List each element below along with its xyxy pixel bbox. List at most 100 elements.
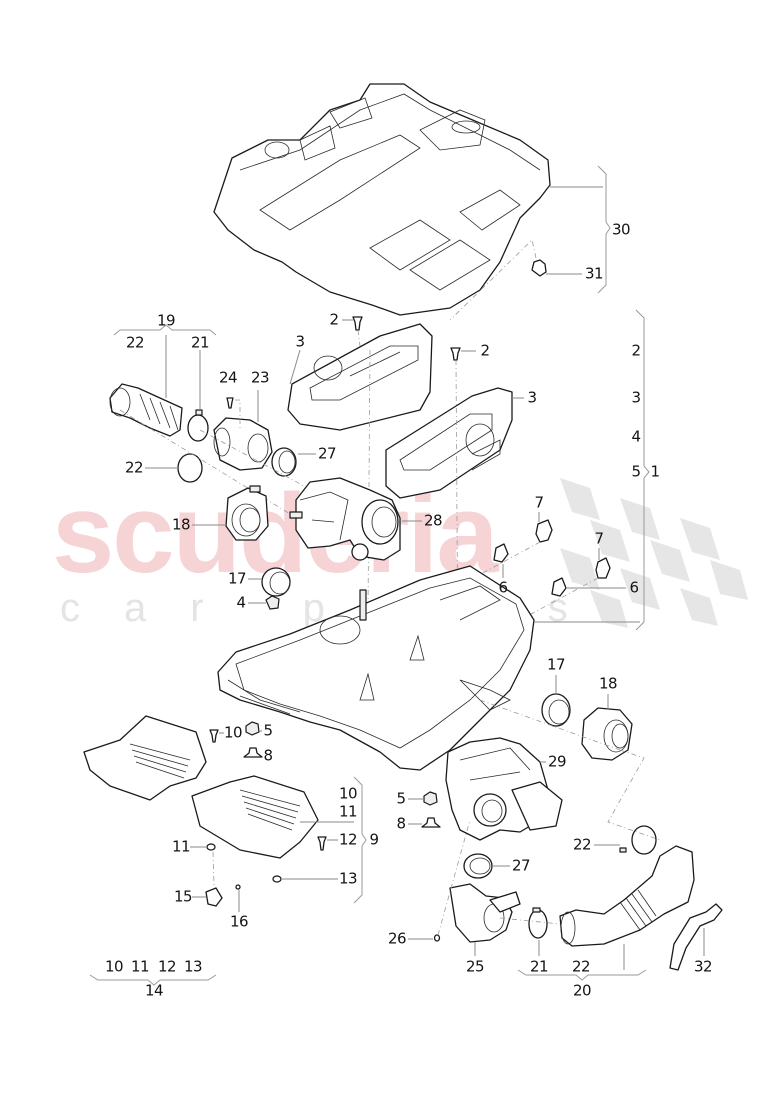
intake-cover-part-3-right [385, 387, 513, 499]
callout-5[interactable]: 5 [396, 789, 406, 808]
intake-hose-part-19 [109, 383, 183, 437]
callout-7[interactable]: 7 [534, 493, 544, 512]
callout-27[interactable]: 27 [511, 856, 531, 875]
callout-group9-10[interactable]: 10 [338, 784, 358, 803]
hose-clamp-part-22-lower [619, 825, 657, 855]
air-filter-housing-part-1 [217, 565, 535, 771]
callout-16[interactable]: 16 [229, 912, 249, 931]
intake-duct-part-9-lower [191, 775, 319, 859]
callout-group9-13[interactable]: 13 [338, 869, 358, 888]
callout-1[interactable]: 1 [650, 462, 660, 481]
screw-part-10-left [209, 729, 219, 743]
turbocharger-part-29 [445, 737, 563, 841]
washer-part-13 [272, 875, 282, 883]
callout-26[interactable]: 26 [387, 929, 407, 948]
callout-18[interactable]: 18 [598, 674, 618, 693]
callout-20[interactable]: 20 [572, 981, 592, 1000]
washer-part-11 [206, 843, 216, 851]
callout-19[interactable]: 19 [156, 311, 176, 330]
callout-3[interactable]: 3 [295, 332, 305, 351]
callout-18[interactable]: 18 [171, 515, 191, 534]
connector-pipe-part-23 [213, 417, 273, 471]
grommet-part-5-left [245, 721, 260, 736]
callout-8[interactable]: 8 [263, 746, 273, 765]
callout-8[interactable]: 8 [396, 814, 406, 833]
callout-21[interactable]: 21 [529, 957, 549, 976]
screw-part-12 [317, 836, 327, 851]
clip-part-7-right [595, 557, 611, 579]
screw-part-2-right [450, 347, 461, 361]
callout-24[interactable]: 24 [218, 368, 238, 387]
callout-2[interactable]: 2 [329, 310, 339, 329]
callout-group14-11[interactable]: 11 [130, 957, 150, 976]
callout-group1-4[interactable]: 4 [631, 427, 641, 446]
bolt-part-8-right [421, 817, 441, 828]
bracket-part-15 [205, 887, 223, 907]
callout-14[interactable]: 14 [144, 981, 164, 1000]
intake-duct-part-9-upper [83, 715, 207, 801]
callout-17[interactable]: 17 [227, 569, 247, 588]
callout-11[interactable]: 11 [171, 837, 191, 856]
callout-5[interactable]: 5 [263, 721, 273, 740]
callout-group1-5[interactable]: 5 [631, 462, 641, 481]
callout-4[interactable]: 4 [236, 593, 246, 612]
turbocharger-part-28 [289, 477, 401, 561]
clip-part-7-left [535, 519, 553, 543]
callout-9[interactable]: 9 [369, 830, 379, 849]
clip-part-6-right [551, 577, 567, 597]
callout-25[interactable]: 25 [465, 957, 485, 976]
checker-flag-watermark [560, 478, 748, 628]
intake-pipe-part-20 [559, 845, 695, 947]
callout-group1-2[interactable]: 2 [631, 341, 641, 360]
screw-part-24 [226, 397, 234, 409]
callout-7[interactable]: 7 [594, 529, 604, 548]
intake-elbow-part-25 [449, 883, 521, 943]
callout-6[interactable]: 6 [629, 578, 639, 597]
seal-ring-part-27-upper [271, 447, 297, 477]
callout-23[interactable]: 23 [250, 368, 270, 387]
callout-group9-12[interactable]: 12 [338, 830, 358, 849]
grommet-part-5-right [423, 791, 438, 806]
callout-29[interactable]: 29 [547, 752, 567, 771]
breather-pipe-part-32 [669, 903, 723, 971]
callout-17[interactable]: 17 [546, 655, 566, 674]
callout-22[interactable]: 22 [125, 333, 145, 352]
callout-31[interactable]: 31 [584, 264, 604, 283]
callout-28[interactable]: 28 [423, 511, 443, 530]
air-mass-meter-part-18-upper [225, 485, 269, 541]
callout-22[interactable]: 22 [572, 835, 592, 854]
callout-group14-13[interactable]: 13 [183, 957, 203, 976]
seal-ring-part-17-lower [541, 693, 571, 727]
callout-group1-3[interactable]: 3 [631, 388, 641, 407]
pin-part-16 [235, 884, 241, 890]
callout-10[interactable]: 10 [223, 723, 243, 742]
clip-part-6-left [493, 543, 509, 563]
callout-3[interactable]: 3 [527, 388, 537, 407]
callout-group14-12[interactable]: 12 [157, 957, 177, 976]
callout-30[interactable]: 30 [611, 220, 631, 239]
callout-22[interactable]: 22 [124, 458, 144, 477]
plug-part-4 [265, 595, 280, 610]
callout-21[interactable]: 21 [190, 333, 210, 352]
callout-22[interactable]: 22 [571, 957, 591, 976]
callout-15[interactable]: 15 [173, 887, 193, 906]
seal-ring-part-27-lower [463, 853, 493, 879]
assembly-brackets [89, 165, 650, 986]
intake-cover-part-3-left [287, 323, 433, 431]
hose-clamp-part-21-upper [187, 409, 209, 442]
callout-group14-10[interactable]: 10 [104, 957, 124, 976]
callout-group9-11[interactable]: 11 [338, 802, 358, 821]
bolt-part-8-left [243, 747, 263, 758]
grommet-part-31 [531, 259, 547, 277]
hose-clamp-part-21-lower [528, 907, 548, 939]
callout-2[interactable]: 2 [480, 341, 490, 360]
engine-cover-part-30 [213, 83, 551, 316]
callout-6[interactable]: 6 [498, 578, 508, 597]
nut-part-26 [433, 934, 441, 942]
callout-32[interactable]: 32 [693, 957, 713, 976]
callout-27[interactable]: 27 [317, 444, 337, 463]
seal-ring-part-17-upper [261, 567, 291, 597]
screw-part-2-left [352, 316, 363, 331]
